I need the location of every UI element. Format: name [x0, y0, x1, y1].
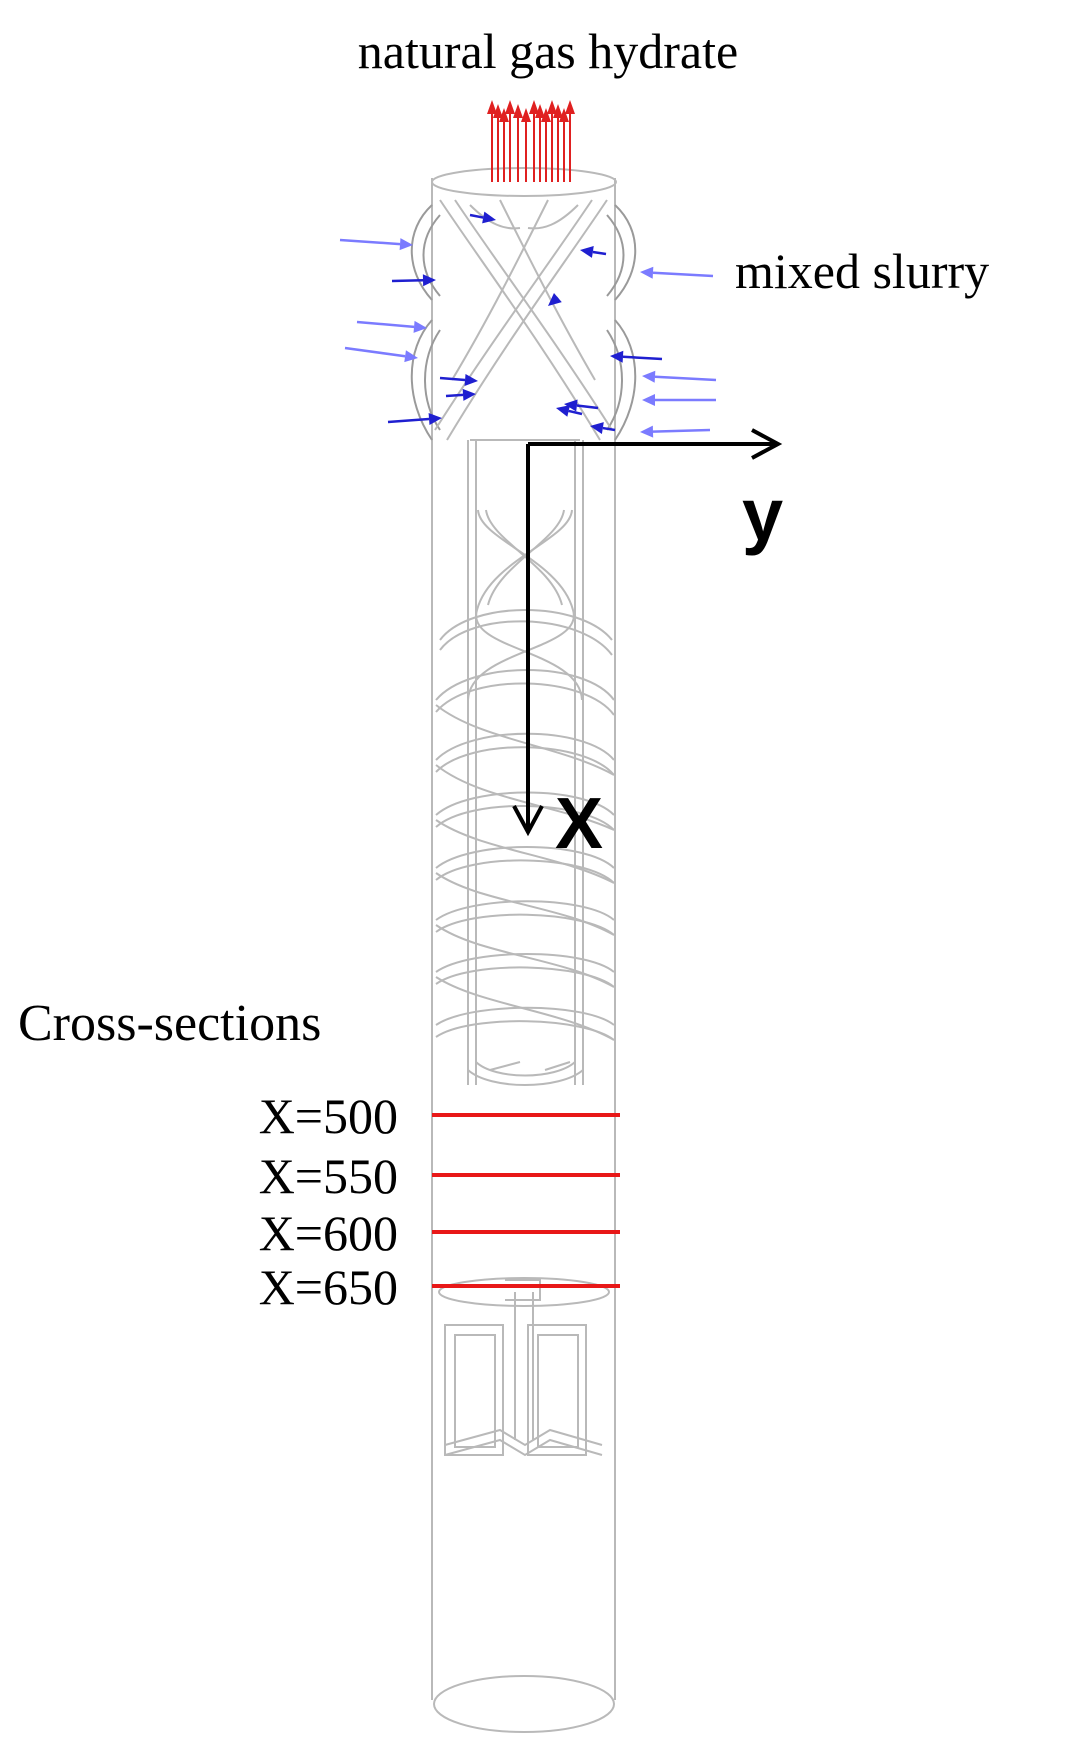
hydrate-arrow — [505, 100, 515, 182]
coordinate-axes: y X — [512, 428, 783, 864]
slurry-arrow — [610, 350, 663, 363]
top-inlet-label: natural gas hydrate — [358, 23, 738, 79]
slurry-arrow — [642, 394, 716, 406]
hydrate-arrow — [541, 108, 551, 182]
cross-section-label: X=500 — [259, 1088, 398, 1144]
y-axis-arrowhead — [751, 428, 783, 460]
slurry-arrow — [640, 425, 711, 438]
slurry-arrow — [564, 399, 599, 412]
hydrate-arrow — [487, 100, 497, 182]
inner-tube — [467, 440, 584, 1085]
slurry-arrow — [344, 346, 418, 363]
hydrate-arrow — [553, 104, 563, 182]
cross-section-label: X=550 — [259, 1148, 398, 1204]
slurry-arrow — [387, 412, 442, 425]
hydrate-arrow — [513, 104, 523, 182]
slurry-arrow — [590, 422, 616, 434]
slurry-arrow — [640, 266, 714, 279]
bottom-impeller — [438, 1277, 610, 1457]
slurry-arrow — [548, 292, 562, 306]
hydrate-flow-arrows — [487, 100, 575, 182]
slurry-arrow — [339, 238, 413, 251]
hydrate-arrow — [521, 108, 531, 182]
cross-section-label: X=600 — [259, 1205, 398, 1261]
slurry-arrow — [445, 388, 476, 401]
cross-section-label: X=650 — [259, 1259, 398, 1315]
slurry-arrow — [469, 211, 496, 224]
hydrate-arrow — [565, 100, 575, 182]
slurry-arrow — [642, 370, 717, 383]
slurry-flow-arrows — [339, 211, 717, 438]
hydrate-arrow — [499, 108, 509, 182]
slurry-arrow — [391, 274, 436, 287]
hydrate-arrow — [547, 100, 557, 182]
hydrate-arrow — [559, 108, 569, 182]
slurry-arrow — [439, 373, 478, 386]
hydrate-arrow — [535, 104, 545, 182]
slurry-arrow — [556, 405, 583, 417]
cross-sections-title: Cross-sections — [18, 995, 321, 1052]
hydrate-arrow — [493, 104, 503, 182]
x-axis-label: X — [555, 784, 603, 864]
y-axis-label: y — [742, 473, 783, 556]
slurry-arrow — [356, 320, 427, 333]
slurry-arrow — [580, 246, 607, 258]
side-inlet-label: mixed slurry — [735, 243, 989, 299]
x-axis-arrowhead — [512, 805, 544, 837]
hydrate-arrow — [529, 100, 539, 182]
mixing-head — [410, 167, 637, 441]
